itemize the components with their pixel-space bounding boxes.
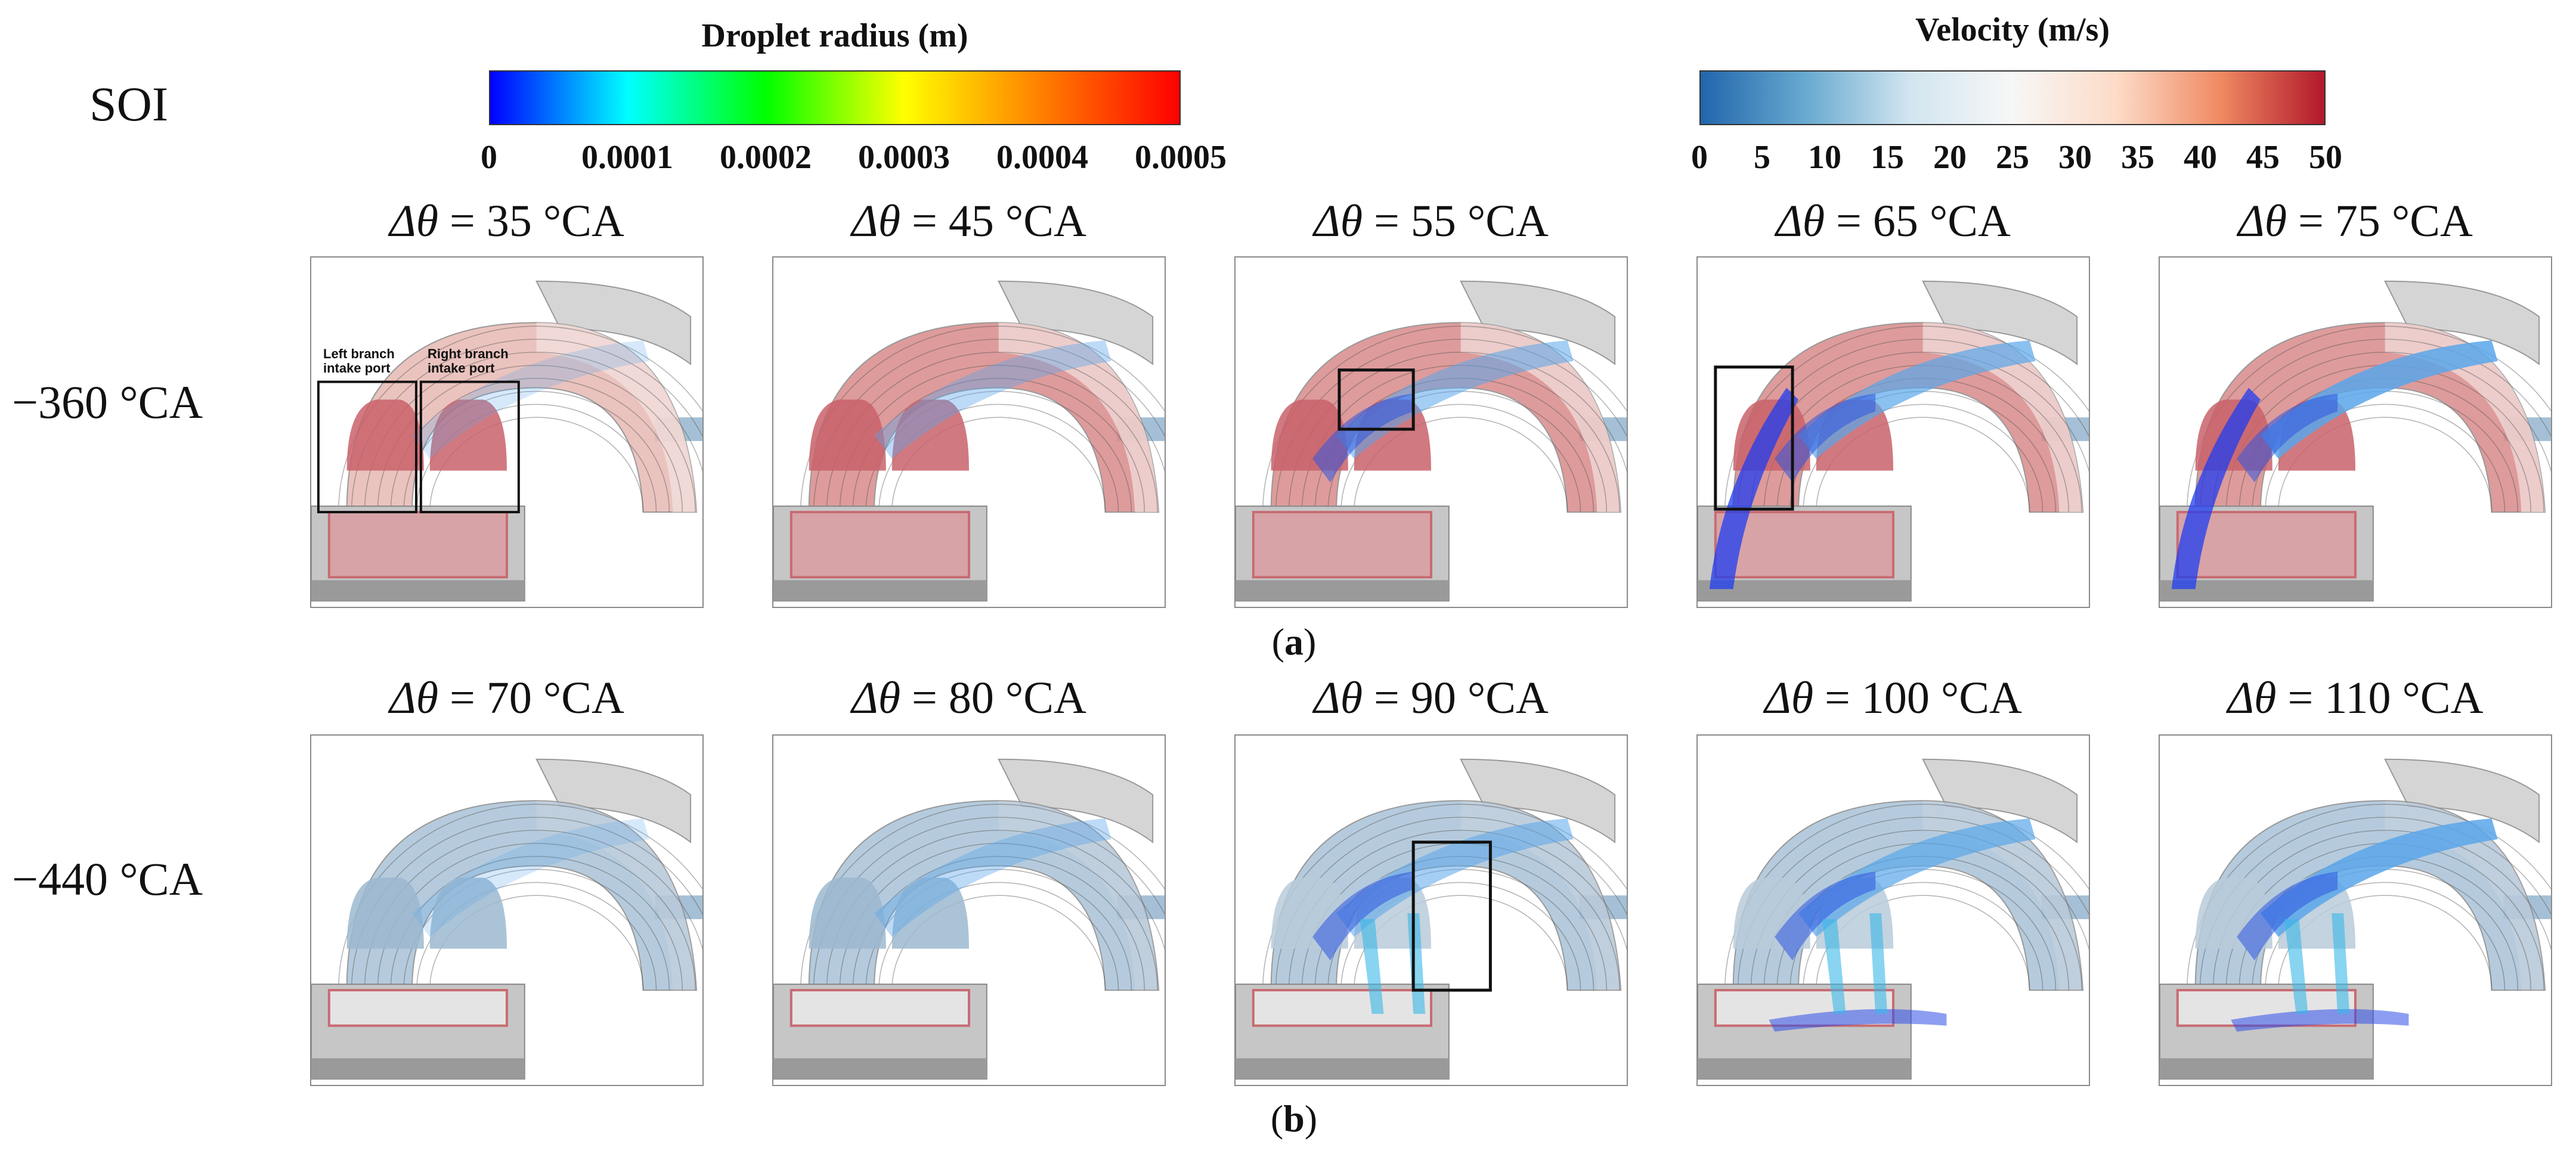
colorbar-tick-label: 0 bbox=[481, 139, 497, 176]
simulation-panel-row-b-5 bbox=[2159, 734, 2552, 1086]
delta-theta-symbol: Δθ bbox=[1314, 673, 1363, 723]
simulation-panel-row-a-5 bbox=[2159, 256, 2552, 608]
column-label: Δθ = 100 °CA bbox=[1685, 672, 2102, 724]
row-b-label: −440 °CA bbox=[12, 853, 203, 905]
simulation-panel-row-b-1 bbox=[310, 734, 704, 1086]
delta-theta-symbol: Δθ bbox=[852, 673, 901, 723]
colorbar-tick-label: 30 bbox=[2058, 139, 2092, 176]
delta-theta-symbol: Δθ bbox=[1764, 673, 1814, 723]
colorbar-tick-label: 20 bbox=[1933, 139, 1967, 176]
caption-b: (b) bbox=[1270, 1097, 1318, 1140]
column-label: Δθ = 65 °CA bbox=[1685, 196, 2102, 247]
delta-theta-symbol: Δθ bbox=[2227, 673, 2277, 723]
column-label: Δθ = 55 °CA bbox=[1222, 196, 1640, 247]
colorbar-tick-label: 0 bbox=[1691, 139, 1708, 176]
colorbar-tick-label: 0.0004 bbox=[996, 139, 1088, 176]
delta-theta-value: = 110 °CA bbox=[2276, 673, 2484, 723]
soi-label: SOI bbox=[89, 77, 169, 131]
colorbar-tick-label: 0.0002 bbox=[720, 139, 812, 176]
colorbar-tick-label: 45 bbox=[2246, 139, 2280, 176]
delta-theta-symbol: Δθ bbox=[852, 196, 901, 246]
simulation-panel-row-b-2 bbox=[772, 734, 1166, 1086]
velocity-colorbar bbox=[1699, 70, 2326, 125]
colorbar-tick-label: 0.0001 bbox=[581, 139, 673, 176]
delta-theta-value: = 55 °CA bbox=[1363, 196, 1549, 246]
delta-theta-value: = 70 °CA bbox=[438, 673, 624, 723]
colorbar-tick-label: 10 bbox=[1808, 139, 1841, 176]
colorbar-tick-label: 35 bbox=[2121, 139, 2154, 176]
column-label: Δθ = 110 °CA bbox=[2147, 672, 2564, 724]
delta-theta-value: = 75 °CA bbox=[2287, 196, 2473, 246]
colorbar-tick-label: 0.0003 bbox=[858, 139, 950, 176]
colorbar-tick-label: 5 bbox=[1754, 139, 1770, 176]
velocity-colorbar-title: Velocity (m/s) bbox=[1915, 11, 2110, 48]
right-branch-annotation: Right branch intake port bbox=[428, 346, 509, 376]
column-label: Δθ = 70 °CA bbox=[298, 672, 716, 724]
delta-theta-symbol: Δθ bbox=[2238, 196, 2287, 246]
colorbar-tick-label: 40 bbox=[2184, 139, 2217, 176]
colorbar-tick-label: 50 bbox=[2309, 139, 2342, 176]
delta-theta-value: = 35 °CA bbox=[438, 196, 624, 246]
delta-theta-value: = 80 °CA bbox=[900, 673, 1086, 723]
delta-theta-symbol: Δθ bbox=[389, 196, 439, 246]
row-a-label: −360 °CA bbox=[12, 376, 203, 428]
delta-theta-value: = 100 °CA bbox=[1813, 673, 2022, 723]
simulation-panel-row-a-4 bbox=[1696, 256, 2090, 608]
delta-theta-symbol: Δθ bbox=[1314, 196, 1363, 246]
delta-theta-value: = 90 °CA bbox=[1363, 673, 1549, 723]
simulation-panel-row-b-3 bbox=[1234, 734, 1628, 1086]
column-label: Δθ = 90 °CA bbox=[1222, 672, 1640, 724]
delta-theta-value: = 45 °CA bbox=[900, 196, 1086, 246]
colorbar-tick-label: 0.0005 bbox=[1135, 139, 1227, 176]
column-label: Δθ = 45 °CA bbox=[760, 196, 1178, 247]
left-branch-annotation: Left branch intake port bbox=[323, 346, 395, 376]
colorbar-tick-label: 15 bbox=[1871, 139, 1904, 176]
colorbar-tick-label: 25 bbox=[1996, 139, 2029, 176]
caption-a: (a) bbox=[1271, 621, 1317, 663]
column-label: Δθ = 75 °CA bbox=[2147, 196, 2564, 247]
delta-theta-symbol: Δθ bbox=[1776, 196, 1825, 246]
delta-theta-symbol: Δθ bbox=[389, 673, 439, 723]
simulation-panel-row-b-4 bbox=[1696, 734, 2090, 1086]
droplet-colorbar-title: Droplet radius (m) bbox=[701, 17, 968, 54]
simulation-panel-row-a-3 bbox=[1234, 256, 1628, 608]
simulation-panel-row-a-1: Left branch intake port Right branch inta… bbox=[310, 256, 704, 608]
delta-theta-value: = 65 °CA bbox=[1825, 196, 2011, 246]
droplet-colorbar bbox=[489, 70, 1181, 125]
column-label: Δθ = 80 °CA bbox=[760, 672, 1178, 724]
simulation-panel-row-a-2 bbox=[772, 256, 1166, 608]
column-label: Δθ = 35 °CA bbox=[298, 196, 716, 247]
